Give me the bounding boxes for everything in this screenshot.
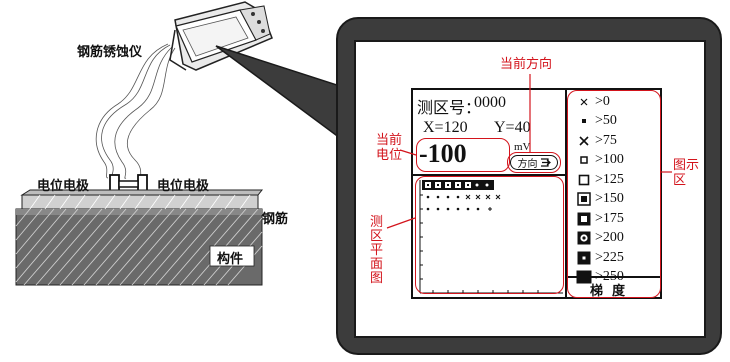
- legend-area-label: 图示区: [673, 158, 700, 188]
- legend-item: >175: [573, 209, 659, 229]
- legend-label: >0: [595, 93, 610, 109]
- legend-item: >75: [573, 131, 659, 151]
- potential-value: -100: [419, 139, 467, 168]
- current-direction-label: 当前方向: [500, 57, 553, 72]
- gradient-legend: >0 >50 >75 >100 >125 >150 >175 >200 >225…: [573, 92, 659, 287]
- legend-label: >75: [595, 132, 617, 148]
- legend-label: >150: [595, 191, 624, 207]
- legend-item: >250: [573, 268, 659, 288]
- legend-label: >250: [595, 269, 624, 285]
- panel-divider-horizontal: [413, 174, 565, 176]
- legend-item: >50: [573, 112, 659, 132]
- legend-item: >100: [573, 151, 659, 171]
- small-square-icon: [573, 155, 595, 165]
- direction-label: 方向: [517, 159, 538, 170]
- legend-footer-divider: [567, 276, 660, 278]
- framed-square-icon: [573, 212, 595, 226]
- solid-square-icon: [573, 270, 595, 284]
- member-hatching: [15, 208, 263, 286]
- legend-item: >0: [573, 92, 659, 112]
- legend-item: >200: [573, 229, 659, 249]
- current-potential-label: 当前电位: [376, 133, 403, 163]
- instrument-diagram: [15, 1, 273, 286]
- legend-label: >50: [595, 113, 617, 129]
- small-x-icon: [573, 97, 595, 107]
- screen-panel: [411, 88, 662, 299]
- legend-item: >125: [573, 170, 659, 190]
- double-square-icon: [573, 192, 595, 206]
- legend-label: >100: [595, 152, 624, 168]
- direction-indicator: 方向: [510, 155, 558, 170]
- potential-unit: mV: [514, 141, 531, 153]
- black-square-dot-icon: [573, 251, 595, 265]
- x-icon: [573, 135, 595, 147]
- legend-item: >225: [573, 248, 659, 268]
- ring-square-icon: [573, 231, 595, 245]
- rebar-hatching: [29, 194, 251, 210]
- plane-highlight: [415, 176, 564, 294]
- electrode-left-label: 电位电极: [37, 179, 90, 194]
- instrument-label: 钢筋锈蚀仪: [77, 45, 143, 60]
- corrosion-meter-device: [169, 1, 273, 71]
- measure-plane-label: 测区平面图: [370, 215, 384, 286]
- rebar-label: 钢筋: [262, 212, 289, 227]
- direction-highlight: [507, 152, 561, 173]
- legend-label: >175: [595, 210, 624, 226]
- legend-label: >125: [595, 171, 624, 187]
- square-icon: [573, 174, 595, 186]
- zone-number: 0000: [474, 94, 506, 111]
- panel-divider-vertical: [565, 90, 567, 297]
- legend-item: >150: [573, 190, 659, 210]
- member-label: 构件: [217, 252, 244, 267]
- legend-highlight: [567, 90, 661, 298]
- electrode-cables: [95, 43, 176, 179]
- arrow-right-icon: [540, 158, 551, 167]
- dot-icon: [573, 116, 595, 126]
- electrode-right-label: 电位电极: [157, 179, 210, 194]
- potential-electrodes: [109, 174, 148, 196]
- legend-footer: 梯 度: [590, 284, 626, 299]
- legend-label: >225: [595, 249, 624, 265]
- x-coordinate: X=120: [423, 119, 468, 136]
- zone-label: 测区号：: [417, 100, 482, 117]
- y-coordinate: Y=40: [494, 119, 531, 136]
- legend-label: >200: [595, 230, 624, 246]
